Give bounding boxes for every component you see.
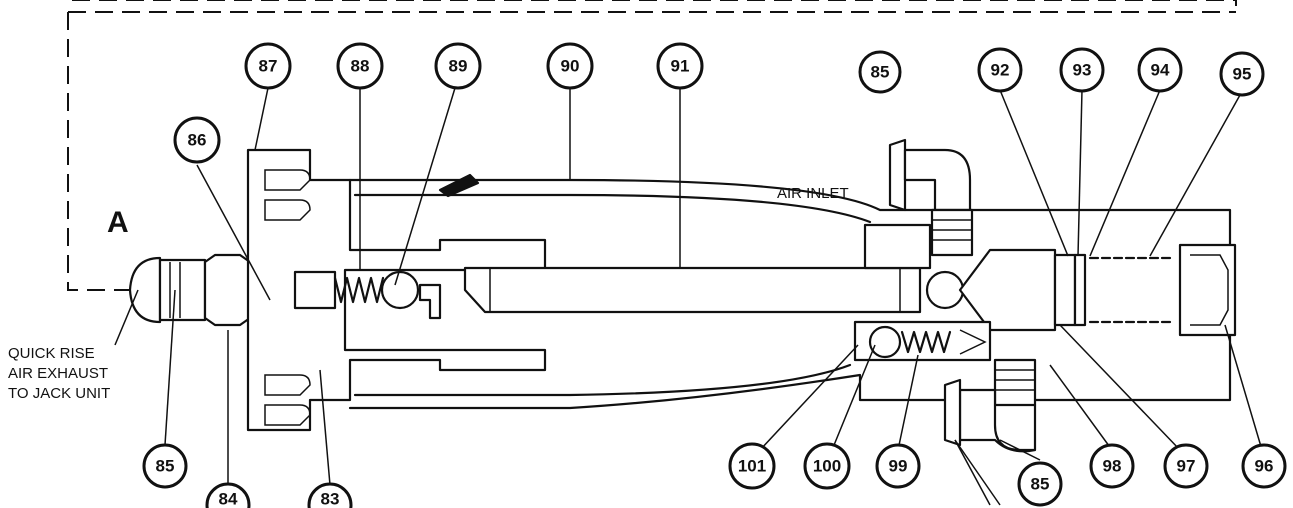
callout-98-text: 98 bbox=[1103, 457, 1122, 476]
air-inlet-label: AIR INLET bbox=[777, 185, 849, 202]
exhaust-label-line3: TO JACK UNIT bbox=[8, 385, 110, 402]
callout-94-top: 94 bbox=[1137, 47, 1183, 93]
callout-85-bottom: 85 bbox=[1017, 461, 1063, 507]
callout-85-left-text: 85 bbox=[156, 457, 175, 476]
callout-99-text: 99 bbox=[889, 457, 908, 476]
cylinder-body bbox=[348, 173, 1232, 410]
callout-101: 101 bbox=[728, 442, 776, 490]
callout-95-text: 95 bbox=[1233, 65, 1252, 84]
callout-96: 96 bbox=[1241, 443, 1287, 489]
callout-100: 100 bbox=[803, 442, 851, 490]
callout-97-text: 97 bbox=[1177, 457, 1196, 476]
callout-92-text: 92 bbox=[991, 61, 1010, 80]
leader-lines bbox=[114, 87, 1263, 506]
stem bbox=[463, 223, 965, 314]
callout-94-top-text: 94 bbox=[1151, 61, 1170, 80]
bottom-elbow bbox=[943, 358, 1037, 453]
right-end-assembly bbox=[958, 243, 1237, 337]
callout-87: 87 bbox=[244, 42, 292, 90]
callout-93-text: 93 bbox=[1073, 61, 1092, 80]
callout-92: 92 bbox=[977, 47, 1023, 93]
callout-99: 99 bbox=[875, 443, 921, 489]
callout-101-text: 101 bbox=[738, 457, 766, 476]
callout-85-top: 85 bbox=[858, 50, 902, 94]
callout-85-top-text: 85 bbox=[871, 63, 890, 82]
callout-88: 88 bbox=[336, 42, 384, 90]
view-letter-a: A bbox=[107, 206, 129, 239]
callout-83: 83 bbox=[307, 482, 353, 508]
callout-91: 91 bbox=[656, 42, 704, 90]
callout-87-text: 87 bbox=[259, 57, 278, 76]
callout-96-text: 96 bbox=[1255, 457, 1274, 476]
exhaust-label-line1: QUICK RISE bbox=[8, 345, 95, 362]
callout-90-text: 90 bbox=[561, 57, 580, 76]
callout-85-left: 85 bbox=[142, 443, 188, 489]
exhaust-label-line2: AIR EXHAUST bbox=[8, 365, 108, 382]
callout-85-bottom-text: 85 bbox=[1031, 475, 1050, 494]
callout-86-text: 86 bbox=[188, 131, 207, 150]
callout-98: 98 bbox=[1089, 443, 1135, 489]
callout-89: 89 bbox=[434, 42, 482, 90]
dashed-boundary bbox=[67, 0, 1237, 291]
lower-check-valve bbox=[853, 320, 992, 362]
callout-93: 93 bbox=[1059, 47, 1105, 93]
callout-86: 86 bbox=[173, 116, 221, 164]
callout-84-bottom: 84 bbox=[205, 482, 251, 508]
inner-spring bbox=[293, 270, 442, 320]
air-inlet-elbow bbox=[888, 138, 974, 257]
callout-84-bottom-text: 84 bbox=[219, 490, 238, 508]
callout-100-text: 100 bbox=[813, 457, 841, 476]
callout-90: 90 bbox=[546, 42, 594, 90]
callout-91-text: 91 bbox=[671, 57, 690, 76]
callout-95: 95 bbox=[1219, 51, 1265, 97]
callout-97: 97 bbox=[1163, 443, 1209, 489]
callout-89-text: 89 bbox=[449, 57, 468, 76]
callout-88-text: 88 bbox=[351, 57, 370, 76]
callout-83-text: 83 bbox=[321, 490, 340, 508]
